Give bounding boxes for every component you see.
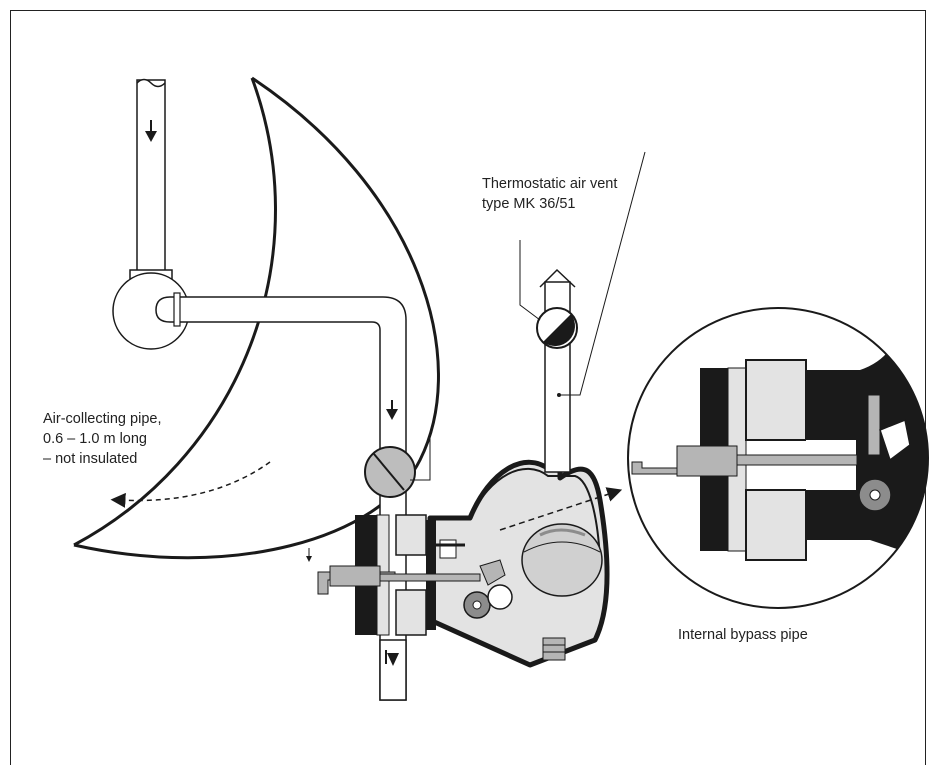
flow-arrow-down-icon [145, 120, 157, 142]
label-internal-bypass: Internal bypass pipe [678, 627, 808, 643]
small-arrow-down-icon [306, 548, 312, 562]
air-collecting-pipe [155, 292, 407, 701]
air-vent-leader-line-2 [560, 151, 646, 396]
detail-zoom-view [627, 307, 929, 609]
stop-valve-icon [364, 432, 431, 498]
label-air-vent-line2: type MK 36/51 [482, 196, 576, 212]
thermostatic-air-vent-icon [536, 307, 578, 349]
flow-arrow-down-icon [386, 400, 398, 420]
air-vent-leader-line [519, 240, 541, 321]
detail-pointer-dashed [499, 487, 623, 531]
float-trap-body [317, 459, 610, 668]
condensate-outlet-pipe [379, 639, 407, 701]
air-vent-pipe [539, 268, 576, 473]
label-air-pipe-line3: – not insulated [43, 451, 138, 467]
steam-inlet-pipe [129, 78, 173, 283]
label-air-vent-line1: Thermostatic air vent [482, 176, 618, 192]
vessel-wall-arc-main [73, 76, 440, 560]
label-air-pipe-line1: Air-collecting pipe, [43, 411, 162, 427]
label-air-pipe-line2: 0.6 – 1.0 m long [43, 431, 147, 447]
diagram-border [10, 10, 926, 765]
dashed-airflow-arrow [110, 461, 271, 508]
